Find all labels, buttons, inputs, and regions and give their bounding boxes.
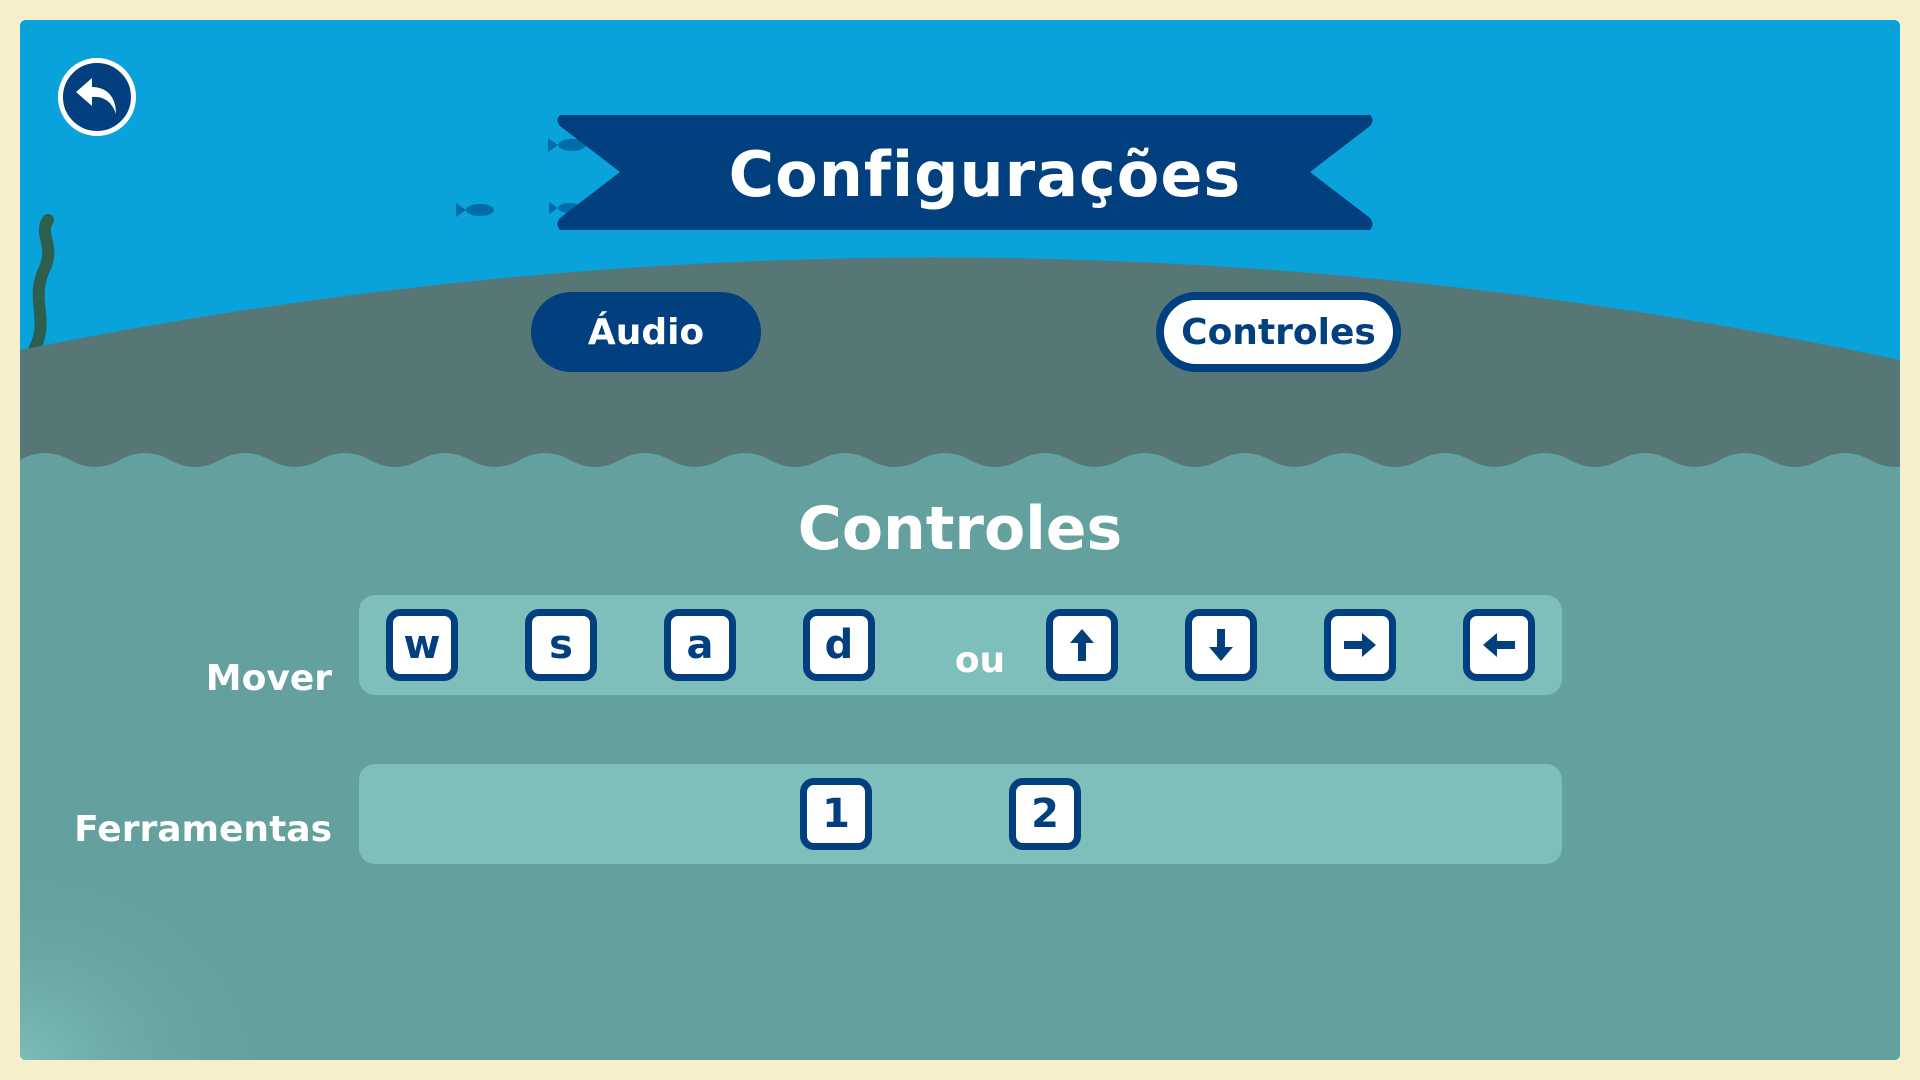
- key-arrow-down: [1185, 609, 1257, 681]
- or-separator: ou: [954, 640, 1006, 681]
- fish-school: [456, 138, 586, 217]
- arrow-down-icon: [1209, 629, 1233, 661]
- game-frame: Configurações Áudio Controles Controles …: [20, 20, 1900, 1060]
- move-label: Mover: [205, 658, 332, 699]
- back-arrow-icon: [76, 78, 116, 114]
- key-arrow-up: [1046, 609, 1118, 681]
- key-arrow-left: [1463, 609, 1535, 681]
- page-title: Configurações: [728, 138, 1242, 211]
- key-1: 1: [800, 778, 872, 850]
- arrow-left-icon: [1483, 633, 1515, 657]
- key-2: 2: [1009, 778, 1081, 850]
- key-arrow-right: [1324, 609, 1396, 681]
- arrow-up-icon: [1070, 629, 1094, 661]
- back-button[interactable]: [58, 58, 136, 136]
- sand-hill: [20, 257, 1900, 480]
- arrow-right-icon: [1344, 633, 1376, 657]
- title-ribbon: [557, 115, 1373, 230]
- tools-keys-panel: [359, 764, 1562, 864]
- section-title: Controles: [797, 494, 1123, 564]
- seaweed: [28, 214, 55, 356]
- key-a: a: [664, 609, 736, 681]
- underwater-background: [20, 20, 1900, 1060]
- key-d: d: [803, 609, 875, 681]
- tab-controles[interactable]: Controles: [1156, 292, 1401, 372]
- tools-label: Ferramentas: [74, 809, 332, 850]
- key-w: w: [386, 609, 458, 681]
- key-s: s: [525, 609, 597, 681]
- tab-audio[interactable]: Áudio: [531, 292, 761, 372]
